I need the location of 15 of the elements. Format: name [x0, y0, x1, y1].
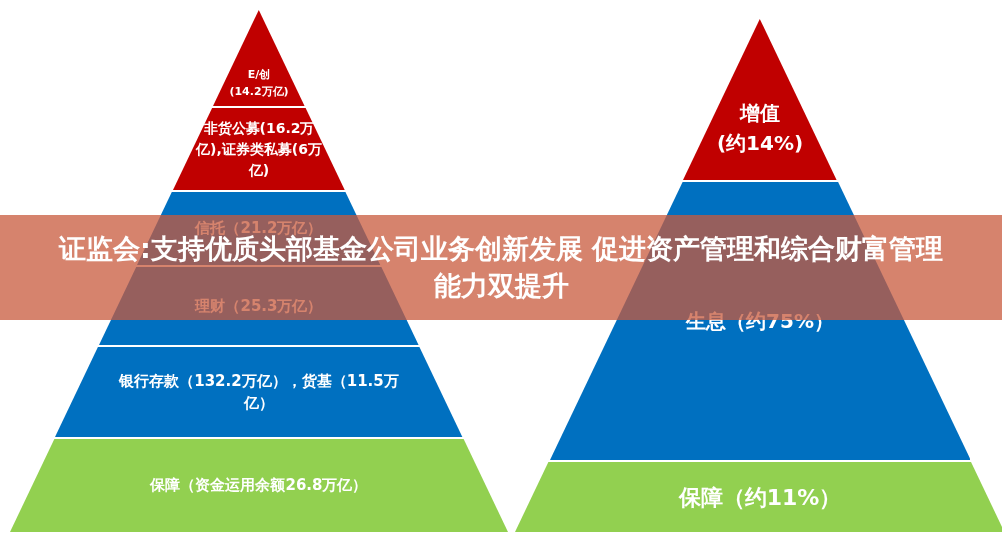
tier-label: 增值 — [740, 100, 780, 127]
pyramid-tier — [515, 462, 1002, 532]
tier-label: 保障（约11%） — [678, 483, 842, 512]
pyramid-tier — [683, 19, 837, 180]
tier-label: (约14%) — [716, 130, 804, 157]
pyramid-tier — [173, 108, 345, 190]
tier-label: 理财（25.3万亿） — [195, 295, 323, 317]
pyramid-tier — [55, 347, 463, 437]
tier-label: 非货公募(16.2万亿),证券类私募(6万亿) — [194, 118, 323, 180]
pyramid-tier — [213, 10, 305, 106]
tier-label: (14.2万亿) — [229, 83, 289, 100]
tier-label: E/创 — [247, 67, 271, 83]
tier-label: 保障（资金运用余额26.8万亿） — [150, 475, 368, 497]
pyramid-tier — [10, 439, 508, 532]
tier-label: 银行存款（132.2万亿），货基（11.5万亿） — [117, 370, 400, 414]
